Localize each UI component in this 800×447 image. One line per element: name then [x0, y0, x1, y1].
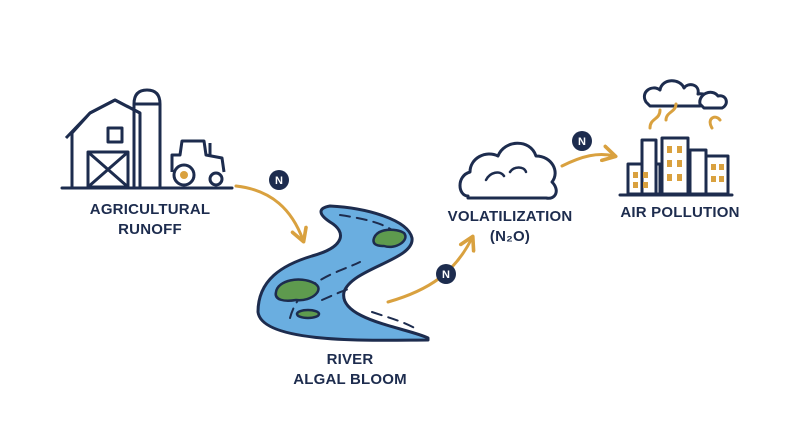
agricultural-runoff-label: AGRICULTURAL RUNOFF: [60, 200, 240, 240]
label-line: AGRICULTURAL: [89, 201, 211, 218]
label-line: RUNOFF: [118, 221, 182, 238]
label-line: VOLATILIZATION: [447, 208, 573, 225]
factory-icon: [618, 79, 734, 197]
label-line: (N₂O): [489, 228, 531, 245]
air-pollution-label: AIR POLLUTION: [600, 203, 760, 223]
svg-text:N: N: [442, 269, 450, 281]
farm-group: [60, 88, 234, 190]
river-algal-bloom-label: RIVER ALGAL BLOOM: [260, 350, 440, 390]
label-line: ALGAL BLOOM: [293, 371, 407, 388]
silo-icon: [132, 88, 162, 187]
nitrogen-badge: N: [269, 170, 289, 190]
volatilization-label: VOLATILIZATION (N₂O): [425, 207, 595, 247]
algae-icon: [274, 228, 407, 320]
label-line: RIVER: [326, 351, 374, 368]
cloud-icon: [458, 141, 558, 200]
svg-text:N: N: [275, 175, 283, 187]
smoke-icon: [643, 79, 728, 110]
arrow-cloud-to-factory: [560, 144, 618, 168]
tractor-icon: [170, 139, 226, 187]
barn-icon: [64, 98, 142, 189]
label-line: AIR POLLUTION: [620, 204, 740, 221]
nitrogen-badge: N: [572, 131, 592, 151]
arrow-farm-to-river: [234, 184, 308, 244]
svg-text:N: N: [578, 136, 586, 148]
nitrogen-badge: N: [436, 264, 456, 284]
river-icon: [256, 204, 430, 342]
